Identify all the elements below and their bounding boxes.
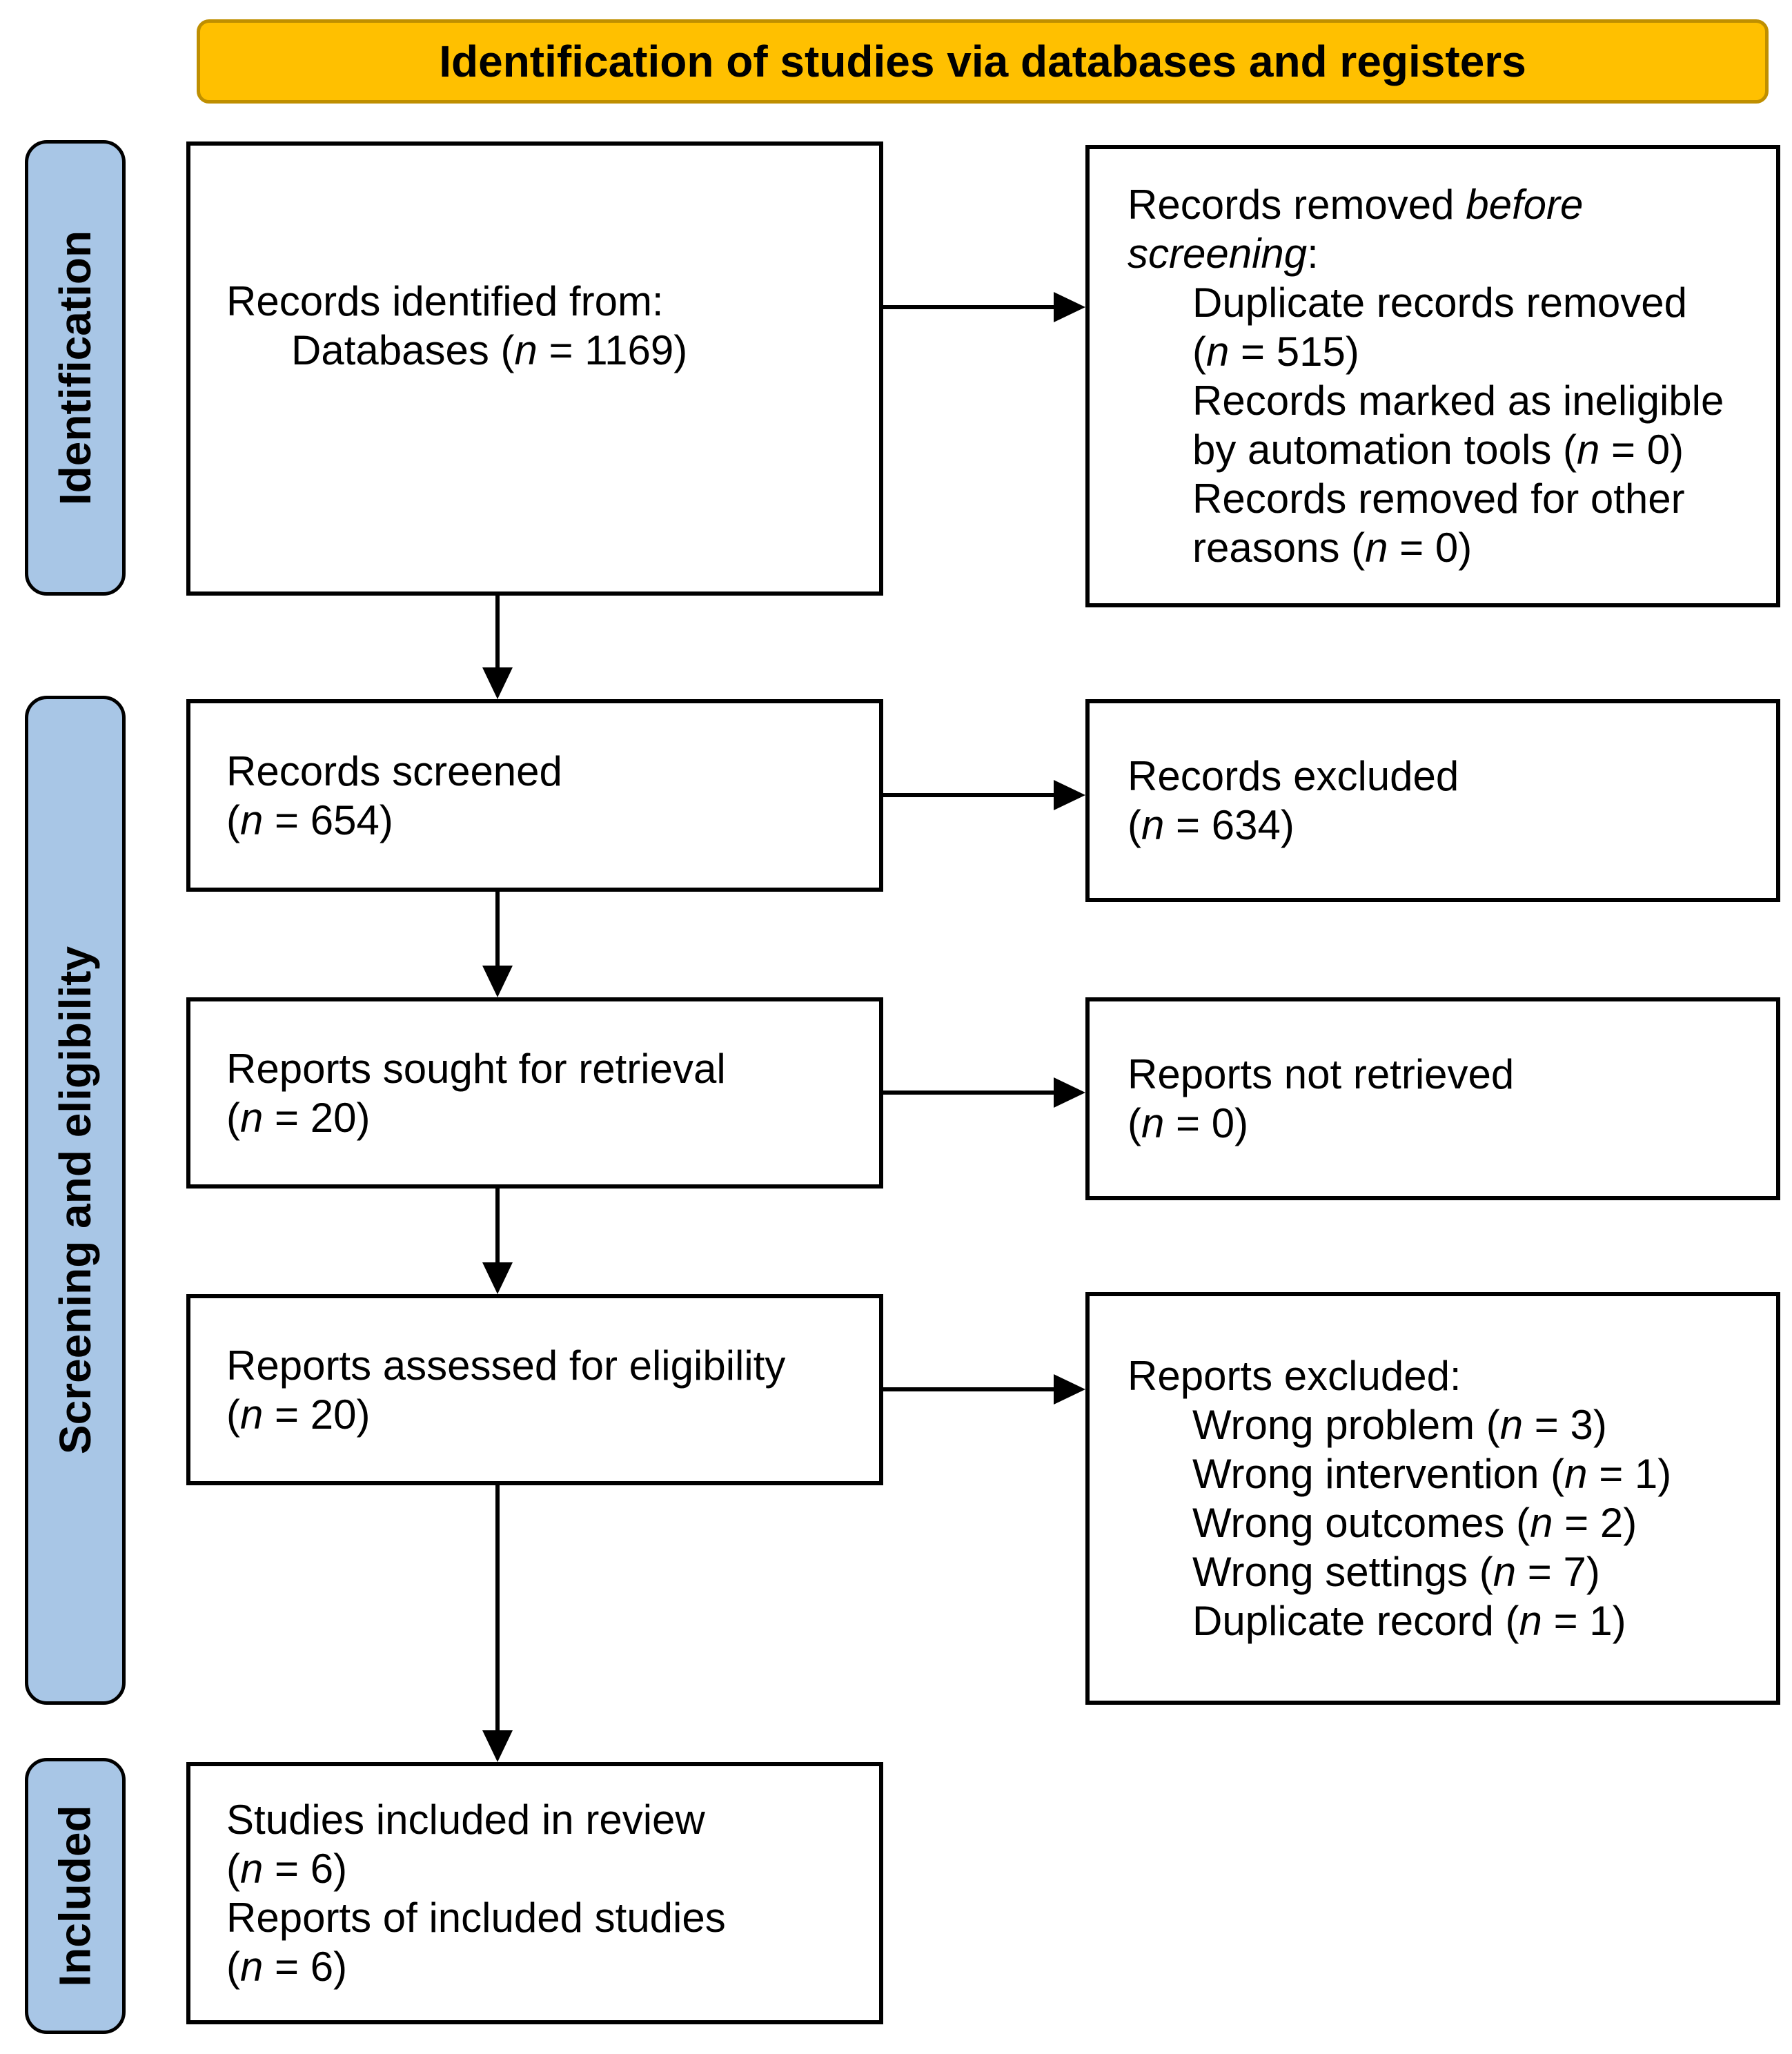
text-line: (n = 20) bbox=[226, 1391, 371, 1438]
text-line: Records screened bbox=[226, 747, 562, 794]
arrow-right-screened-to-excluded bbox=[883, 780, 1085, 810]
arrow-right-assessed-to-excluded bbox=[883, 1374, 1085, 1405]
text-line: Reports not retrieved bbox=[1128, 1051, 1515, 1097]
box-studies-included-in-review: Studies included in review(n = 6)Reports… bbox=[186, 1762, 883, 2024]
text-line: (n = 515) bbox=[1192, 329, 1359, 375]
text-line: reasons (n = 0) bbox=[1192, 525, 1473, 571]
text-line: Duplicate records removed bbox=[1192, 280, 1687, 326]
arrow-down-screened-to-sought bbox=[482, 892, 513, 997]
text-line: (n = 634) bbox=[1128, 802, 1294, 848]
text-line: (n = 654) bbox=[226, 796, 393, 843]
stage-label-included-text: Included bbox=[50, 1805, 100, 1987]
box-records-screened: Records screened(n = 654) bbox=[186, 699, 883, 892]
stage-label-screening-and-eligibility: Screening and eligibility bbox=[25, 696, 126, 1705]
box-reports-assessed-for-eligibility: Reports assessed for eligibility(n = 20) bbox=[186, 1294, 883, 1485]
stage-label-identification-text: Identification bbox=[50, 230, 100, 506]
text-line: Reports excluded: bbox=[1128, 1353, 1461, 1399]
text-line: Reports sought for retrieval bbox=[226, 1045, 726, 1092]
title-banner: Identification of studies via databases … bbox=[197, 19, 1769, 104]
text-line: Wrong outcomes (n = 2) bbox=[1192, 1500, 1637, 1546]
box-records-excluded: Records excluded(n = 634) bbox=[1085, 699, 1780, 902]
text-line: Records excluded bbox=[1128, 753, 1459, 799]
text-line: Records removed before bbox=[1128, 182, 1584, 228]
text-line: Wrong settings (n = 7) bbox=[1192, 1549, 1600, 1595]
stage-label-screening-and-eligibility-text: Screening and eligibility bbox=[50, 946, 100, 1455]
text-line: Databases (n = 1169) bbox=[291, 327, 688, 373]
text-line: (n = 6) bbox=[226, 1846, 348, 1892]
text-line: Duplicate record (n = 1) bbox=[1192, 1598, 1626, 1644]
box-reports-excluded: Reports excluded:Wrong problem (n = 3)Wr… bbox=[1085, 1292, 1780, 1705]
box-reports-not-retrieved: Reports not retrieved(n = 0) bbox=[1085, 997, 1780, 1200]
arrow-right-sought-to-not-retrieved bbox=[883, 1077, 1085, 1108]
arrow-down-assessed-to-included bbox=[482, 1485, 513, 1762]
text-line: (n = 0) bbox=[1128, 1100, 1249, 1146]
text-line: Reports of included studies bbox=[226, 1895, 726, 1941]
text-line: by automation tools (n = 0) bbox=[1192, 427, 1684, 473]
text-line: screening: bbox=[1128, 231, 1319, 277]
box-reports-sought-for-retrieval: Reports sought for retrieval(n = 20) bbox=[186, 997, 883, 1189]
text-line: (n = 6) bbox=[226, 1944, 348, 1990]
text-line: Wrong intervention (n = 1) bbox=[1192, 1451, 1672, 1497]
text-line: Wrong problem (n = 3) bbox=[1192, 1402, 1607, 1448]
text-line: Records removed for other bbox=[1192, 476, 1685, 522]
arrow-down-sought-to-assessed bbox=[482, 1189, 513, 1294]
arrow-down-identified-to-screened bbox=[482, 596, 513, 699]
text-line: Studies included in review bbox=[226, 1797, 705, 1843]
text-line: Records identified from: bbox=[226, 278, 664, 324]
text-line: Records marked as ineligible bbox=[1192, 378, 1724, 424]
arrow-right-identified-to-removed bbox=[883, 292, 1085, 322]
stage-label-identification: Identification bbox=[25, 140, 126, 596]
text-line: (n = 20) bbox=[226, 1094, 371, 1141]
title-banner-label: Identification of studies via databases … bbox=[439, 37, 1526, 86]
box-records-identified: Records identified from:Databases (n = 1… bbox=[186, 141, 883, 596]
text-line: Reports assessed for eligibility bbox=[226, 1342, 786, 1389]
stage-label-included: Included bbox=[25, 1758, 126, 2034]
